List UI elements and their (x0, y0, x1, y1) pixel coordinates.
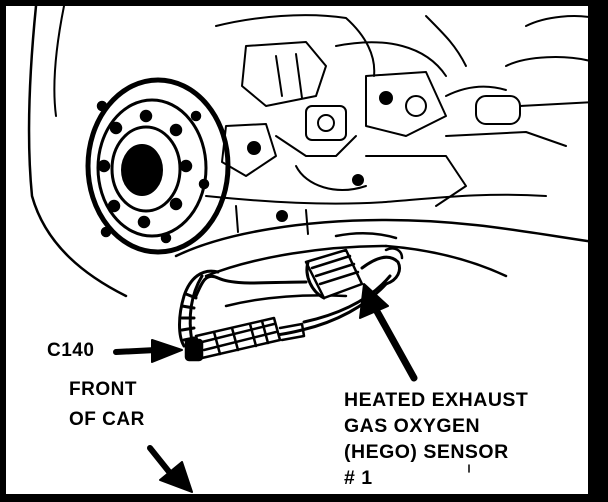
diagram-frame: C140 FRONT OF CAR HEATED EXHAUST GAS OXY… (3, 3, 591, 497)
engine-block-edge-inner (53, 6, 65, 117)
front-label-line2: OF CAR (69, 409, 145, 430)
engine-illustration (27, 6, 588, 493)
hego-sensor (304, 247, 404, 300)
engine-components (205, 14, 588, 235)
hego-label-line3: (HEGO) SENSOR (344, 441, 509, 463)
hego-label-line2: GAS OXYGEN (344, 415, 481, 437)
c140-label: C140 (47, 340, 95, 361)
connector-c140 (184, 316, 306, 362)
hego-arrow (359, 283, 418, 382)
hego-label-line1: HEATED EXHAUST (344, 389, 529, 411)
crank-pulley (85, 77, 231, 255)
c140-arrow (113, 339, 183, 363)
front-of-car-arrow (147, 445, 193, 493)
hego-label-line4: # 1 (344, 467, 373, 489)
hego-sensor-label: HEATED EXHAUST GAS OXYGEN (HEGO) SENSOR … (344, 387, 528, 491)
engine-block-edge (27, 6, 128, 298)
front-label-line1: FRONT (69, 379, 137, 400)
